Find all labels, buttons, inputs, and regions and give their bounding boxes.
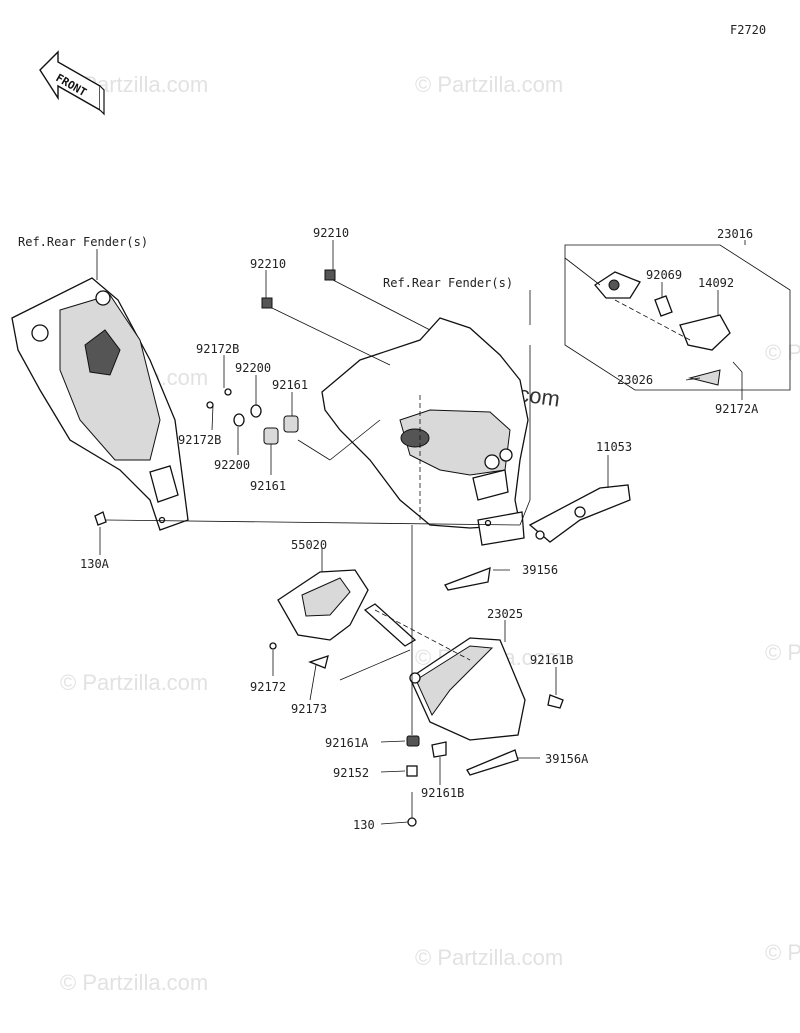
lower-hardware bbox=[269, 642, 564, 827]
clip-92210-a bbox=[261, 297, 273, 309]
label-39156A: 39156A bbox=[545, 752, 589, 766]
label-92210-a: 92210 bbox=[313, 226, 349, 240]
screw-92172 bbox=[269, 642, 277, 650]
label-92200-a: 92200 bbox=[235, 361, 271, 375]
label-23016: 23016 bbox=[717, 227, 753, 241]
leader-lines bbox=[96, 240, 746, 825]
label-92200-b: 92200 bbox=[214, 458, 250, 472]
label-92161A: 92161A bbox=[325, 736, 369, 750]
rear-fender-left bbox=[11, 277, 189, 531]
label-92161-a: 92161 bbox=[272, 378, 308, 392]
bolt-130A bbox=[94, 511, 107, 526]
label-ref-rear-fender-left: Ref.Rear Fender(s) bbox=[18, 235, 148, 249]
callouts: Ref.Rear Fender(s) Ref.Rear Fender(s) 23… bbox=[18, 226, 759, 832]
figure-code: F2720 bbox=[730, 23, 766, 37]
label-92172B-a: 92172B bbox=[196, 342, 239, 356]
front-arrow-icon: FRONT bbox=[39, 50, 105, 116]
watermark: © Partzilla.com bbox=[415, 945, 563, 970]
screw-92172B-a bbox=[206, 401, 214, 409]
label-92069: 92069 bbox=[646, 268, 682, 282]
hardware bbox=[94, 269, 336, 526]
screw-92172B-b bbox=[224, 388, 232, 396]
label-92161B-a: 92161B bbox=[530, 653, 573, 667]
tail-cover bbox=[321, 317, 529, 546]
grommet-92161-a bbox=[263, 427, 279, 445]
label-92172: 92172 bbox=[250, 680, 286, 694]
label-92210-b: 92210 bbox=[250, 257, 286, 271]
watermark: © Partzilla.com bbox=[60, 670, 208, 695]
watermark: © Partzilla.com bbox=[765, 940, 800, 965]
watermark: © Partzilla.com bbox=[765, 640, 800, 665]
label-39156: 39156 bbox=[522, 563, 558, 577]
pad-39156 bbox=[444, 567, 491, 591]
clip-92173 bbox=[308, 655, 329, 669]
washer-92200-b bbox=[250, 404, 262, 418]
label-ref-rear-fender-top: Ref.Rear Fender(s) bbox=[383, 276, 513, 290]
collar-92152 bbox=[406, 765, 418, 777]
bolt-130 bbox=[407, 817, 417, 827]
clip-92210-b bbox=[324, 269, 336, 281]
label-55020: 55020 bbox=[291, 538, 327, 552]
label-130: 130 bbox=[353, 818, 375, 832]
label-92161B-b: 92161B bbox=[421, 786, 464, 800]
washer-92200-a bbox=[233, 413, 245, 427]
license-light-assembly bbox=[564, 244, 791, 391]
tail-light-23025 bbox=[409, 637, 526, 741]
watermark: © Partzilla.com bbox=[60, 970, 208, 995]
label-11053: 11053 bbox=[596, 440, 632, 454]
bracket-11053 bbox=[528, 484, 631, 543]
label-92172A: 92172A bbox=[715, 402, 759, 416]
label-92161-b: 92161 bbox=[250, 479, 286, 493]
cover-55020 bbox=[277, 569, 417, 647]
label-14092: 14092 bbox=[698, 276, 734, 290]
grommet-92161-b bbox=[283, 415, 299, 433]
watermark: © Partzilla.com bbox=[765, 340, 800, 365]
pad-39156A bbox=[466, 749, 519, 776]
grommet-92161B-b bbox=[547, 694, 564, 709]
label-23025: 23025 bbox=[487, 607, 523, 621]
label-92172B-b: 92172B bbox=[178, 433, 221, 447]
label-130A: 130A bbox=[80, 557, 110, 571]
label-92152: 92152 bbox=[333, 766, 369, 780]
label-23026: 23026 bbox=[617, 373, 653, 387]
watermark: © Partzilla.com bbox=[415, 72, 563, 97]
label-92173: 92173 bbox=[291, 702, 327, 716]
grommet-92161B-a bbox=[431, 741, 447, 758]
watermarks: © Partzilla.com © Partzilla.com © Partzi… bbox=[60, 72, 800, 995]
nut-92161A bbox=[406, 735, 420, 747]
